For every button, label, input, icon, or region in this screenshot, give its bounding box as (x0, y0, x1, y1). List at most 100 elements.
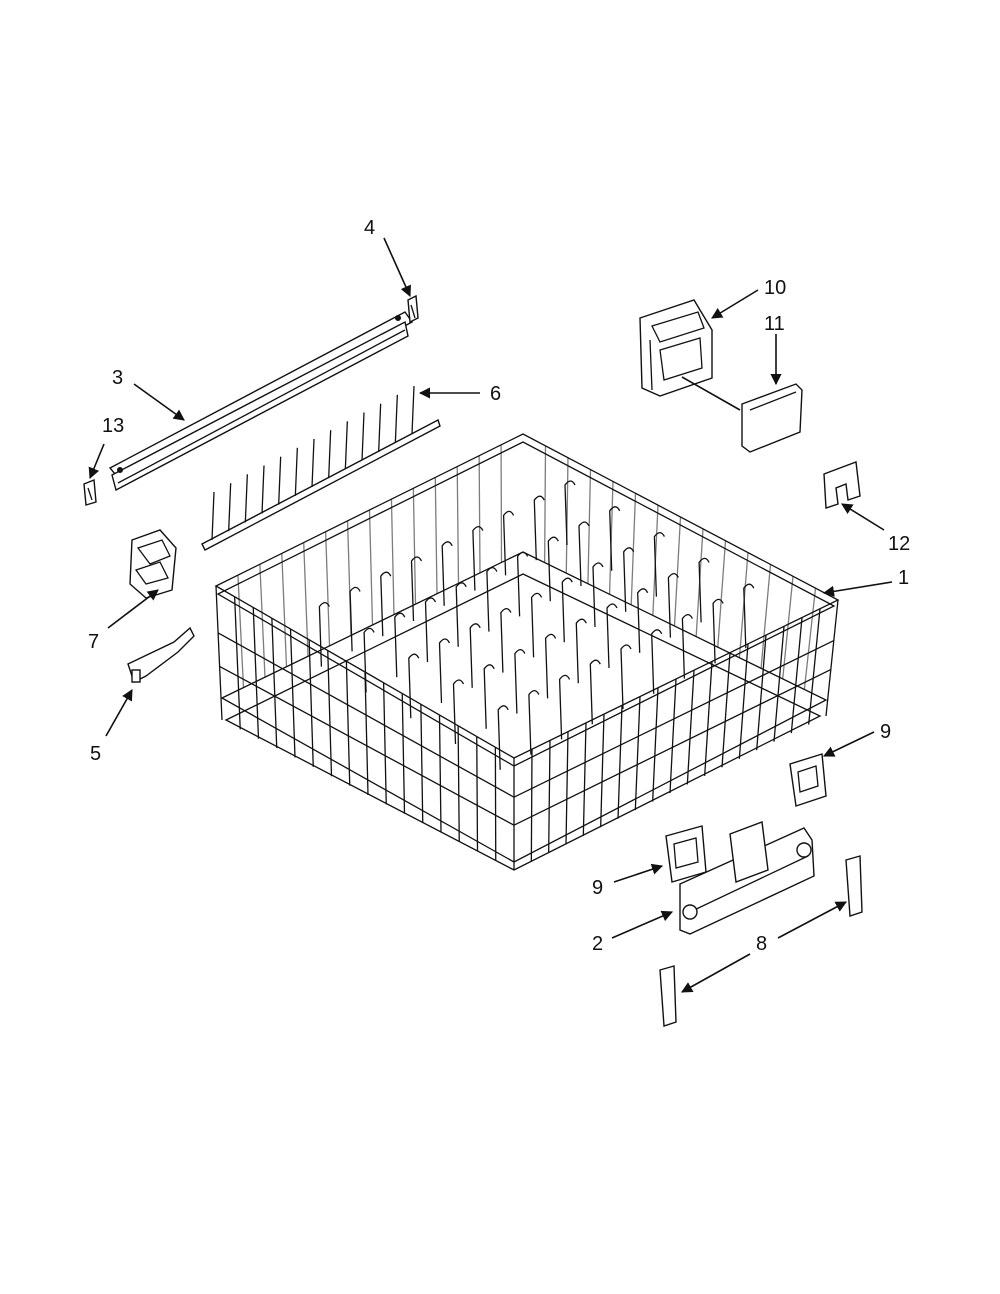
rack-wire (673, 516, 682, 627)
rack-tine (558, 674, 571, 740)
rack-wire (368, 509, 374, 626)
rack-tine (424, 597, 437, 663)
rack-wire (252, 607, 260, 739)
callout-13: 13 (102, 415, 124, 437)
rack-tine (472, 525, 484, 591)
tine (278, 456, 282, 505)
clip-part (129, 529, 177, 599)
rack-tine (349, 586, 361, 652)
rack-tine (363, 627, 375, 693)
callout-5: 5 (90, 743, 101, 765)
rack-wire (543, 445, 547, 563)
rack-wire (217, 632, 835, 798)
leader-lines (88, 237, 893, 993)
tine (211, 491, 215, 541)
rack-wire (617, 705, 623, 819)
rack-wire (457, 725, 460, 842)
rack-tine (528, 689, 540, 755)
rack-wire (271, 618, 278, 749)
rack-wire (308, 639, 314, 767)
rack-tine (497, 705, 509, 770)
rack-wire (412, 488, 417, 605)
rack-wire (756, 635, 767, 751)
rack-wire (345, 661, 351, 786)
callout-8: 8 (756, 933, 767, 955)
rack-tine (637, 588, 649, 653)
rack-tine (743, 583, 755, 649)
rack-wire (420, 704, 424, 824)
rack-tine (620, 644, 632, 710)
adjuster-housing-part (639, 299, 713, 397)
rack-tine (318, 601, 330, 667)
cover-part (741, 383, 803, 453)
tine (378, 403, 382, 452)
rack-tine (589, 659, 601, 725)
rack-wire (233, 596, 241, 730)
rack-tine (380, 571, 392, 637)
callout-11: 11 (764, 313, 785, 335)
rack-wire (364, 671, 369, 796)
rack-tine (455, 582, 467, 647)
tine (411, 385, 415, 435)
rack-wire (630, 493, 637, 605)
rack-tine (486, 566, 498, 632)
rack-tine (547, 536, 559, 602)
rack-tine (502, 510, 515, 576)
rack-wire (669, 678, 677, 794)
rack-wire (738, 643, 749, 759)
rack-tine (441, 541, 453, 606)
rack-wire (565, 457, 569, 574)
rack-tine (653, 531, 665, 597)
rack-tine (514, 648, 526, 714)
rack-tine (564, 480, 576, 546)
tine (344, 421, 348, 470)
rack-tine (609, 506, 621, 571)
rack-wire (790, 617, 803, 734)
rack-tine (681, 613, 693, 679)
rack-wire (808, 608, 821, 725)
rack-wire (773, 626, 785, 742)
rack-tine (516, 551, 529, 617)
callout-4: 4 (364, 217, 375, 239)
rack-wire (476, 736, 479, 852)
rack-tine (561, 577, 573, 643)
rack-wire (434, 477, 438, 594)
tines (211, 385, 415, 541)
rack-wire (704, 661, 713, 776)
rail-part (108, 311, 414, 492)
rack-tine (544, 633, 557, 699)
rack-wire (582, 722, 587, 836)
rack-wire (686, 670, 695, 785)
rack-tine (592, 562, 604, 628)
wheel-axle-part-left (659, 965, 677, 1027)
callout-2: 2 (592, 933, 603, 955)
rack-wire (530, 749, 533, 862)
rack-wire (608, 481, 614, 595)
callout-3: 3 (112, 367, 123, 389)
rack-tine (667, 572, 679, 638)
rack-wire (401, 693, 406, 814)
rack-wire (390, 499, 395, 615)
callout-12: 12 (888, 533, 910, 555)
rack-wire (438, 714, 442, 833)
rack-wire (327, 650, 333, 777)
rack-wire (382, 682, 387, 805)
rack-wire (281, 553, 288, 667)
rack-wire (237, 575, 245, 688)
latch-part-right (789, 753, 827, 807)
rack-wires (217, 444, 835, 862)
rack-wire (303, 542, 309, 657)
rack-tine (408, 653, 420, 719)
callout-6: 6 (490, 383, 501, 405)
rack-tine (651, 629, 663, 694)
rack-tine (469, 623, 481, 688)
rack-wire (587, 469, 592, 584)
rack-tine (410, 556, 423, 622)
callout-labels: 4 3 13 6 10 11 12 1 7 5 9 9 2 8 (88, 217, 910, 955)
callout-9-right: 9 (880, 721, 891, 743)
rail-stop-part (83, 479, 97, 506)
rack-tines (318, 480, 755, 770)
rack-tine (500, 607, 512, 673)
tine (261, 465, 265, 514)
